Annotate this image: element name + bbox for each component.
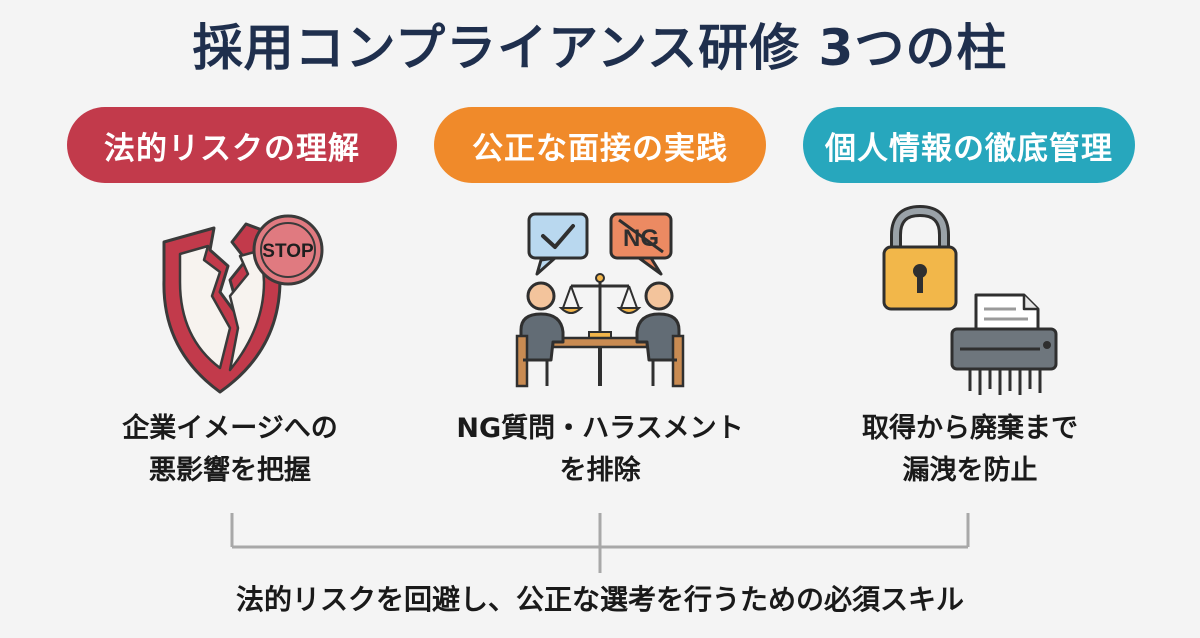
- description-line: 取得から廃棄まで: [862, 413, 1078, 444]
- summary-text: 法的リスクを回避し、公正な選考を行うための必須スキル: [235, 583, 964, 616]
- stop-sign-text: STOP: [262, 241, 314, 262]
- description-line: 企業イメージへの: [122, 413, 338, 444]
- description-line: 悪影響を把握: [149, 455, 311, 486]
- pillar-description-legal-risk: 企業イメージへの 悪影響を把握: [40, 408, 420, 492]
- page-title: 採用コンプライアンス研修 3つの柱: [192, 19, 1008, 77]
- description-line: NG質問・ハラスメント: [456, 413, 744, 444]
- pillar-description-privacy: 取得から廃棄まで 漏洩を防止: [780, 408, 1160, 492]
- connector-bracket: [230, 513, 970, 573]
- lock-shredder-icon: [882, 205, 1058, 395]
- interview-scale-icon: NG: [515, 212, 685, 388]
- pillar-label-privacy: 個人情報の徹底管理: [803, 107, 1135, 183]
- broken-shield-stop-icon: STOP: [162, 214, 324, 394]
- pillar-label-fair-interview: 公正な面接の実践: [434, 107, 766, 183]
- pillar-label-legal-risk: 法的リスクの理解: [67, 107, 397, 183]
- description-line: 漏洩を防止: [902, 455, 1038, 486]
- check-icon: [541, 224, 575, 249]
- description-line: を排除: [559, 455, 641, 486]
- ng-text: NG: [623, 225, 659, 252]
- pillar-description-fair-interview: NG質問・ハラスメント を排除: [410, 408, 790, 492]
